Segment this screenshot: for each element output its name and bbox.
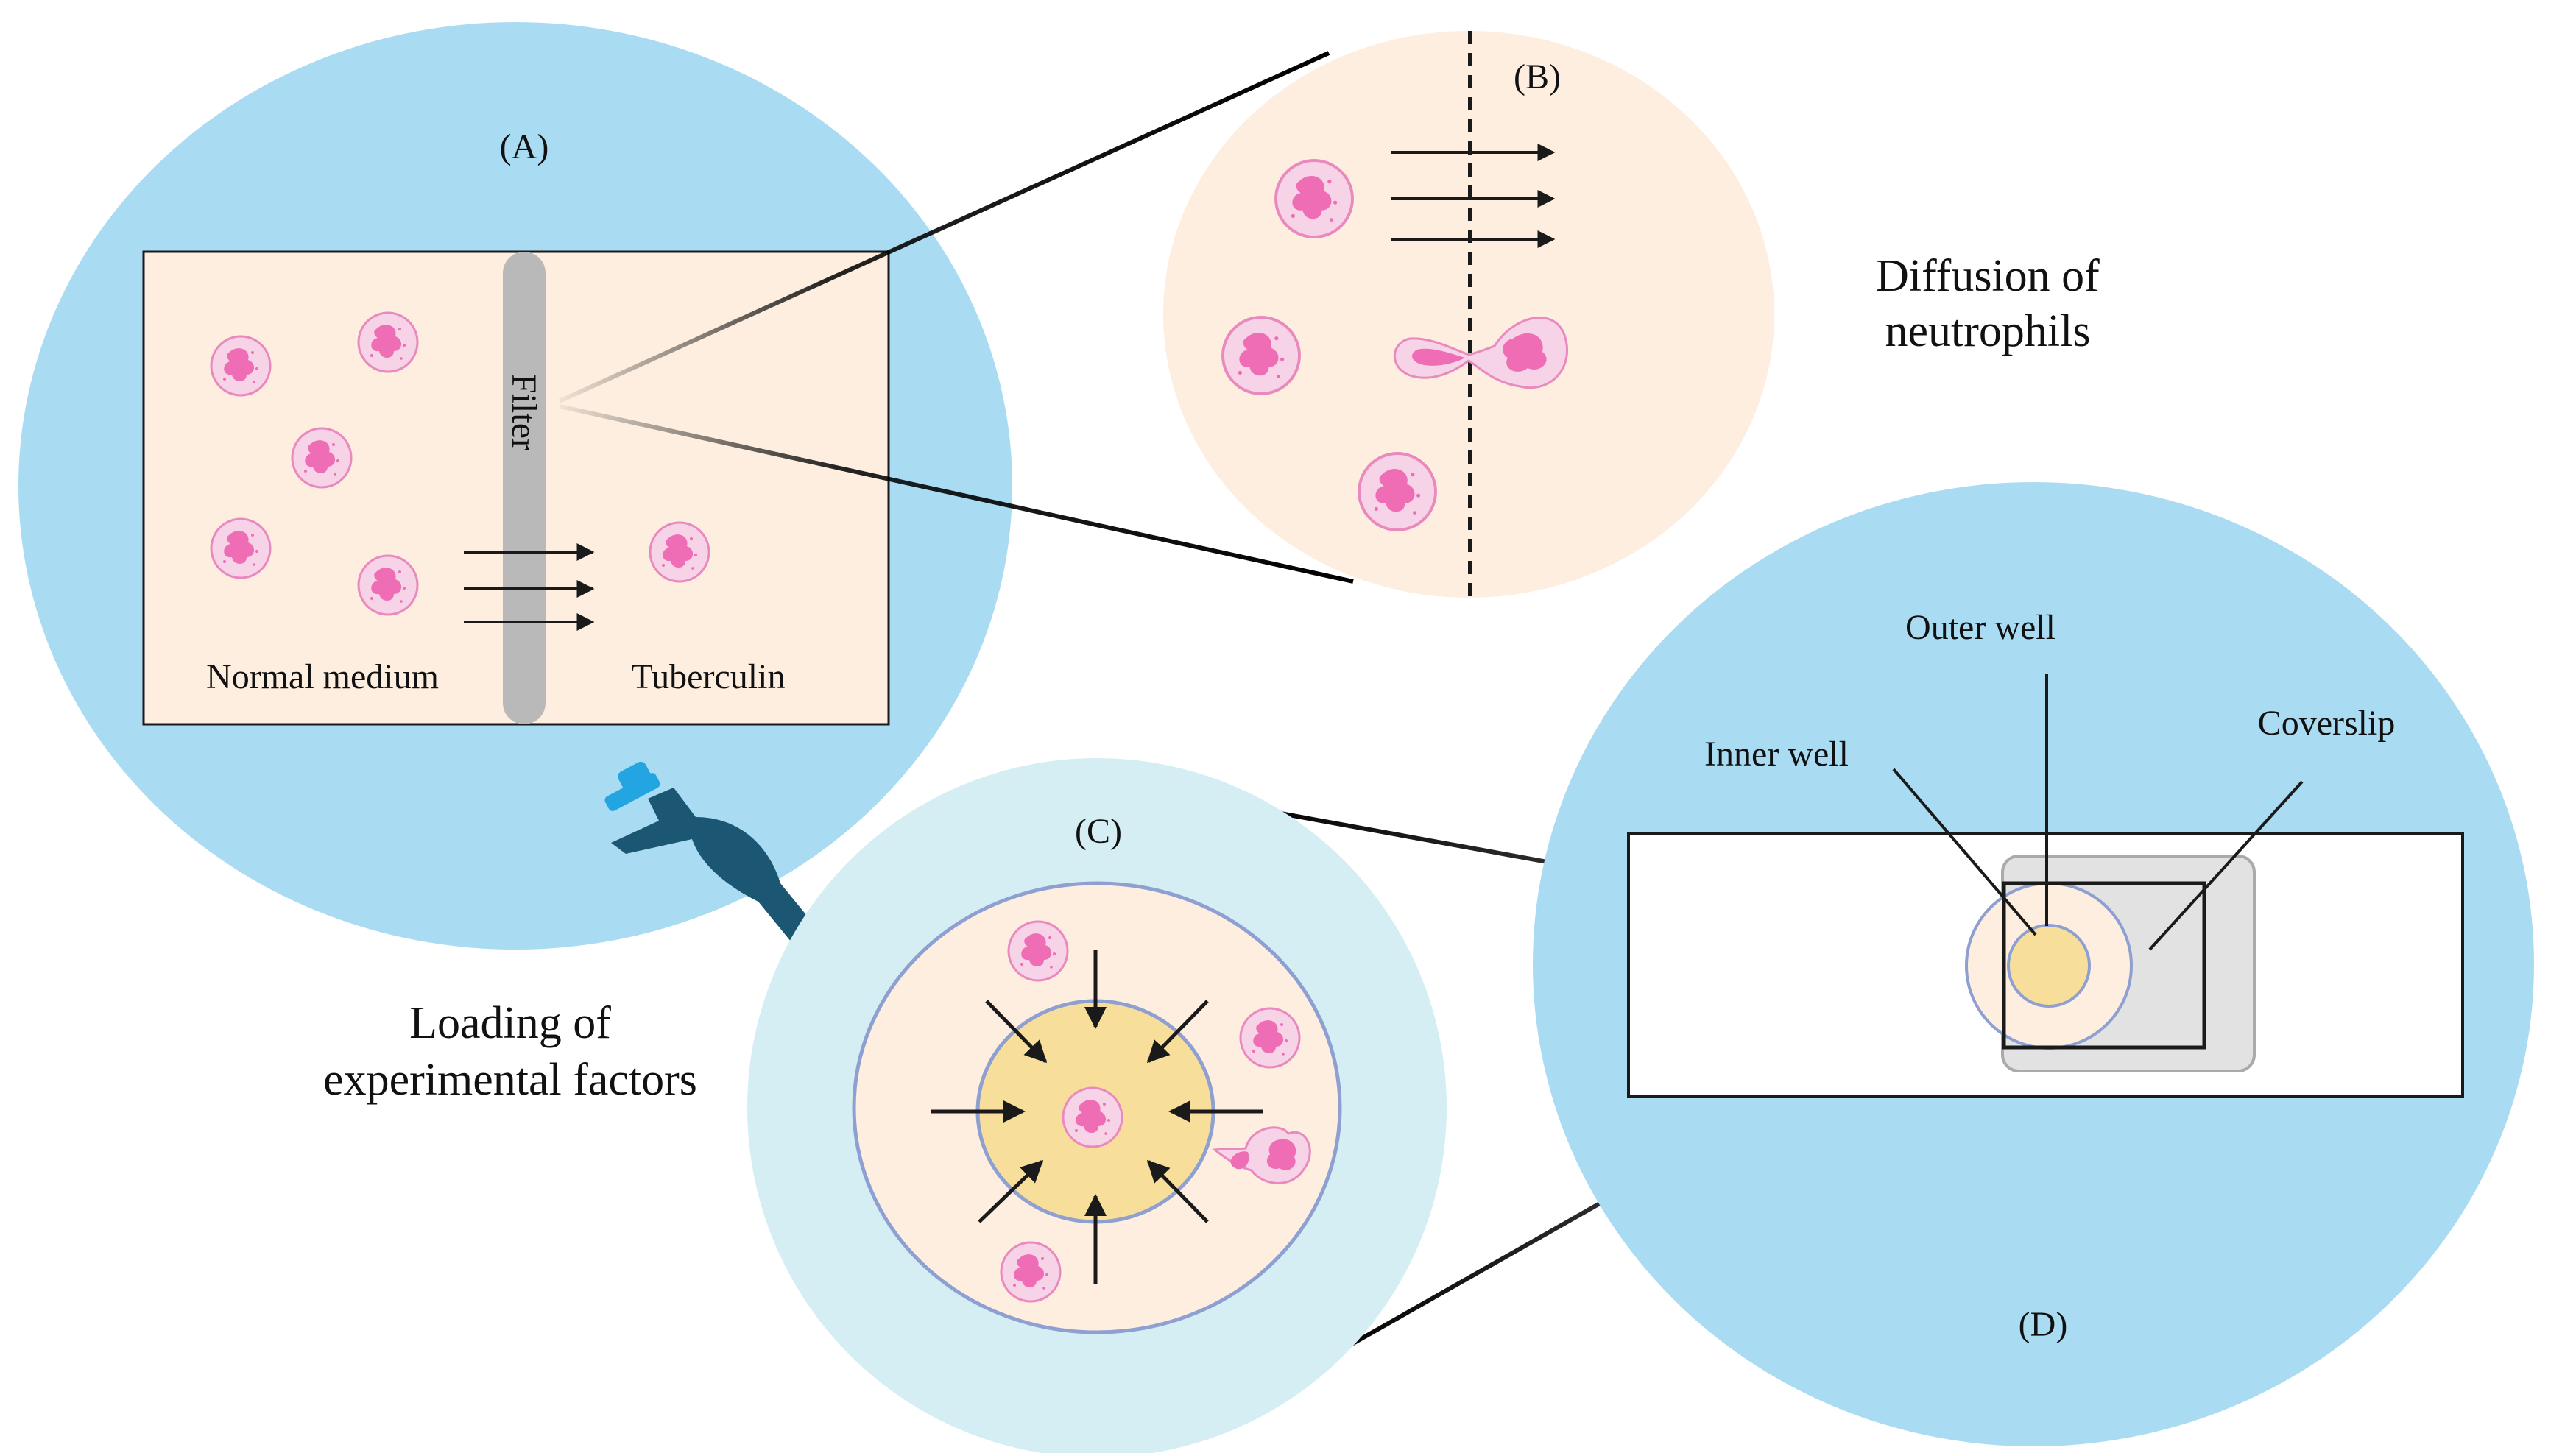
neutrophil-icon xyxy=(357,554,419,616)
zoom-line xyxy=(558,51,1330,403)
arrow-icon xyxy=(978,1159,1044,1223)
inner-well-label: Inner well xyxy=(1704,735,1849,774)
coverslip-label: Coverslip xyxy=(2258,704,2396,743)
neutrophil-icon xyxy=(649,521,710,583)
normal-medium-label: Normal medium xyxy=(206,657,439,696)
tuberculin-label: Tuberculin xyxy=(632,657,786,696)
filter-bar xyxy=(503,252,546,724)
arrow-icon xyxy=(1146,1000,1209,1064)
loading-caption-line2: experimental factors xyxy=(323,1055,697,1105)
panel-a: Filter (A) Normal medium Tuberculin xyxy=(18,22,1012,950)
zoom-line xyxy=(559,404,1354,584)
neutrophil-icon xyxy=(1000,1241,1062,1303)
filter-label: Filter xyxy=(504,374,543,450)
panel-d: Outer well Inner well Coverslip (D) xyxy=(1533,482,2534,1446)
panel-b: (B) xyxy=(1163,31,1774,598)
diffusion-caption-line2: neutrophils xyxy=(1885,306,2091,356)
pointer-line xyxy=(1892,768,2037,936)
arrow-icon xyxy=(1146,1159,1209,1223)
neutrophil-icon xyxy=(1274,159,1354,238)
neutrophil-icon xyxy=(357,311,419,373)
panel-b-background xyxy=(1163,31,1774,598)
neutrophil-icon xyxy=(210,517,272,579)
zoom-frame xyxy=(2002,881,2206,1050)
migrating-neutrophil xyxy=(1212,1126,1311,1184)
panel-a-label: (A) xyxy=(500,127,549,166)
neutrophil-icon xyxy=(1221,316,1301,395)
neutrophil-icon xyxy=(1062,1086,1123,1148)
neutrophil-icon xyxy=(291,427,353,489)
panel-c-label: (C) xyxy=(1075,812,1122,851)
neutrophil-icon xyxy=(1358,452,1437,531)
outer-well-label: Outer well xyxy=(1905,608,2055,647)
neutrophil-icon xyxy=(1239,1007,1301,1069)
loading-caption-line1: Loading of xyxy=(409,998,611,1048)
panel-d-label: (D) xyxy=(2019,1305,2068,1344)
diffusion-caption-line1: Diffusion of xyxy=(1876,251,2100,301)
migrating-neutrophil xyxy=(1393,317,1569,389)
neutrophil-icon xyxy=(1007,920,1069,982)
arrow-icon xyxy=(985,1000,1048,1064)
pointer-line xyxy=(2148,780,2304,951)
neutrophil-icon xyxy=(210,335,272,397)
panel-c: (C) xyxy=(747,758,1447,1453)
panel-b-label: (B) xyxy=(1514,57,1561,96)
inner-well-shape xyxy=(2007,924,2091,1008)
